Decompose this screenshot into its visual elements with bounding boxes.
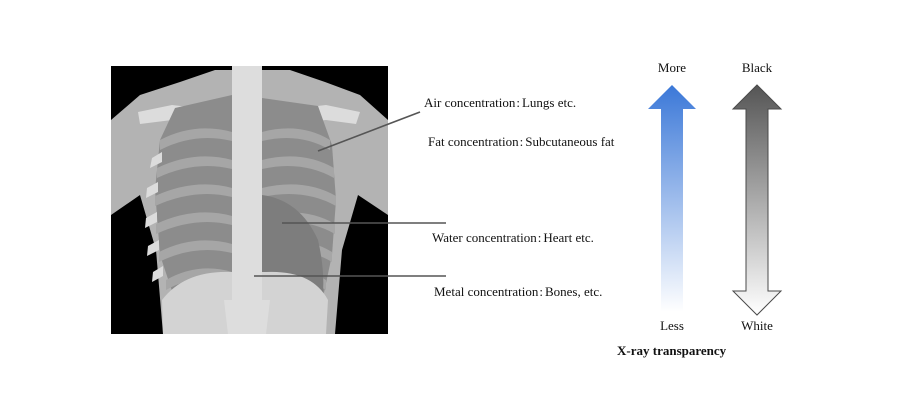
fat-concentration-example: Subcutaneous fat xyxy=(525,134,615,149)
spine xyxy=(232,66,262,334)
water-concentration-label: Water concentration:Heart etc. xyxy=(432,230,594,246)
chest-xray-image xyxy=(111,66,388,334)
air-concentration-name: Air concentration xyxy=(424,95,516,110)
fat-concentration-label: Fat concentration:Subcutaneous fat xyxy=(428,134,614,150)
air-leader-line xyxy=(317,111,421,152)
metal-concentration-example: Bones, etc. xyxy=(544,284,603,299)
brightness-black-label: Black xyxy=(741,60,773,75)
spine-base xyxy=(224,300,270,334)
metal-concentration-name: Metal concentration xyxy=(434,284,539,299)
water-concentration-example: Heart etc. xyxy=(543,230,594,245)
air-concentration-label: Air concentration:Lungs etc. xyxy=(424,95,576,111)
label-separator: : xyxy=(516,95,520,110)
air-concentration-example: Lungs etc. xyxy=(521,95,577,110)
leader-lines xyxy=(254,111,446,277)
water-concentration-name: Water concentration xyxy=(432,230,537,245)
transparency-less-label: Less xyxy=(660,318,684,333)
label-separator: : xyxy=(539,284,543,299)
transparency-arrow xyxy=(648,85,696,312)
metal-concentration-label: Metal concentration:Bones, etc. xyxy=(434,284,602,300)
fat-concentration-name: Fat concentration xyxy=(428,134,519,149)
lateral-rib-edges xyxy=(145,152,163,282)
transparency-more-label: More xyxy=(657,60,687,75)
left-lung xyxy=(155,95,232,312)
brightness-white-label: White xyxy=(741,318,773,333)
xray-transparency-caption: X-ray transparency xyxy=(617,343,727,358)
label-separator: : xyxy=(537,230,542,245)
brightness-arrow xyxy=(731,84,783,316)
label-separator: : xyxy=(519,134,524,149)
